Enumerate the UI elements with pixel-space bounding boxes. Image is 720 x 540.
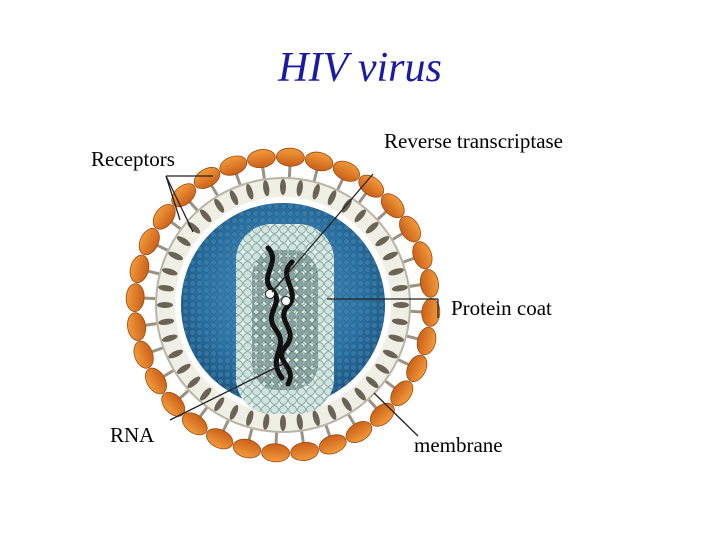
membrane-stalk	[229, 404, 239, 420]
receptor-knob	[332, 160, 361, 182]
membrane-stalk	[393, 302, 409, 308]
membrane-label: membrane	[414, 433, 503, 457]
membrane-stalk	[246, 184, 254, 200]
membrane-stalk	[263, 413, 270, 430]
membrane-stalk	[168, 251, 184, 261]
membrane-stalk	[187, 376, 201, 388]
receptor-knob	[412, 241, 433, 270]
membrane-stalk	[382, 349, 398, 359]
receptor-knob	[290, 441, 319, 461]
receptor-knob	[161, 391, 186, 417]
reverse-transcriptase-leader	[271, 173, 374, 293]
receptor-knob	[205, 428, 234, 450]
membrane-stalk	[263, 180, 270, 197]
membrane-stalk	[280, 415, 286, 431]
membrane-stalk	[168, 349, 184, 359]
membrane-stalk	[176, 236, 191, 247]
receptor-knob	[232, 438, 262, 459]
membrane-stalk	[365, 376, 379, 388]
receptor-knob	[145, 367, 167, 395]
diagram-title: HIV virus	[278, 45, 442, 91]
receptor-knob	[358, 174, 385, 198]
receptor-knob	[399, 215, 421, 243]
receptor-knob	[133, 340, 154, 369]
receptor-knobs	[125, 147, 441, 463]
receptor-knob	[419, 269, 439, 298]
receptor-knob	[247, 149, 276, 169]
receptor-knob	[304, 151, 334, 172]
membrane-stalk	[214, 397, 225, 412]
receptor-knob	[390, 380, 414, 407]
receptor-knob	[416, 326, 437, 356]
receptor-knob	[219, 155, 248, 176]
reverse-transcriptase-dot	[281, 296, 291, 306]
receptor-knob	[276, 147, 305, 167]
rna-label: RNA	[110, 423, 155, 447]
receptor-knob	[193, 167, 221, 189]
receptor-knob	[261, 443, 290, 463]
receptors-label: Receptors	[91, 147, 175, 171]
membrane-stalk	[312, 184, 320, 200]
receptor-knob	[138, 227, 160, 256]
rna-strands	[264, 245, 295, 387]
membrane-stalk	[200, 209, 212, 223]
receptor-knob	[181, 412, 208, 436]
membrane-stalk	[296, 180, 303, 197]
receptor-knob	[125, 283, 145, 312]
membrane-stalk	[312, 410, 320, 426]
receptor-knob	[152, 203, 176, 230]
receptor-knob	[380, 193, 405, 219]
membrane-stalk	[187, 222, 201, 234]
membrane-stalk	[200, 387, 212, 401]
membrane-stalk	[157, 302, 173, 308]
rna-leader	[169, 363, 284, 421]
receptor-knob	[345, 421, 373, 443]
membrane-stalk	[327, 190, 337, 206]
membrane-stalk	[388, 268, 404, 276]
membrane-leader	[373, 392, 419, 437]
membrane-stalk	[214, 198, 225, 213]
membrane-stalk	[162, 268, 178, 276]
receptor-knob	[369, 402, 395, 427]
membrane-stalk	[246, 410, 254, 426]
membrane-stalk	[354, 387, 366, 401]
receptors-leader	[165, 175, 194, 233]
membrane-stalk	[280, 179, 286, 195]
membrane-stalk	[375, 236, 390, 247]
membrane-stalk	[158, 285, 175, 292]
receptor-knob	[129, 254, 150, 284]
membrane-stalk	[296, 413, 303, 430]
membrane-stalk	[391, 318, 408, 325]
membrane-stalk	[176, 363, 191, 374]
membrane-stalk	[354, 209, 366, 223]
membrane-stalks	[157, 179, 409, 431]
protein-coat-label: Protein coat	[451, 296, 552, 320]
receptor-knob	[318, 434, 347, 455]
leader-lines	[165, 173, 439, 437]
membrane-stalk	[229, 190, 239, 206]
membrane-stalk	[391, 285, 408, 292]
membrane-stalk	[382, 251, 398, 261]
membrane-stalk	[341, 397, 352, 412]
receptors-leader	[165, 175, 181, 221]
receptor-knob	[406, 354, 428, 383]
membrane-stalk	[375, 363, 390, 374]
membrane-stalk	[158, 318, 175, 325]
membrane-stalk	[162, 334, 178, 342]
receptor-knob	[127, 312, 147, 341]
membrane-stalk	[327, 404, 337, 420]
membrane-stalk	[388, 334, 404, 342]
membrane-stalk	[365, 222, 379, 234]
reverse-transcriptase-label: Reverse transcriptase	[384, 129, 564, 153]
